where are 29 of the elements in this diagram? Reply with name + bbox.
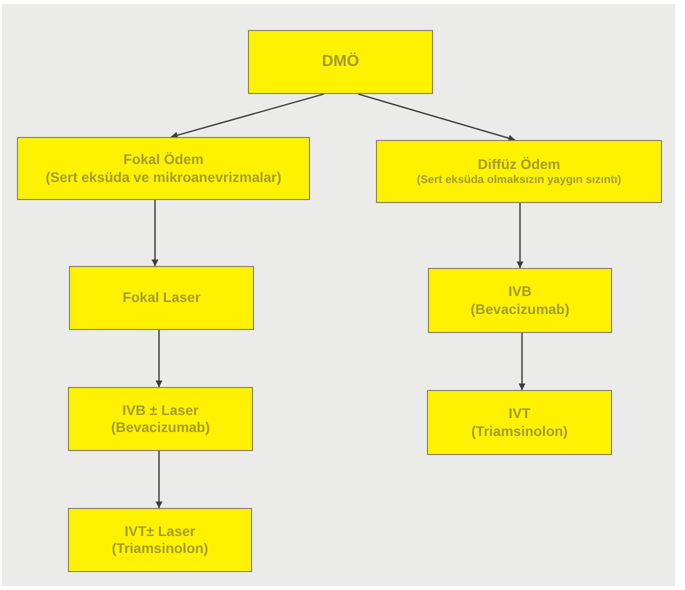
arrow [156,451,162,508]
process-box [17,137,310,200]
node-title: DMÖ [322,52,360,72]
arrow [518,333,526,390]
process-box [68,387,253,451]
process-box [427,390,612,455]
node-title: IVT [508,405,530,422]
node-title: IVB ± Laser [122,402,199,419]
process-box [428,268,612,333]
node-title: Diffüz Ödem [478,156,560,174]
node-title: Fokal Ödem [123,151,204,168]
arrow [516,203,524,268]
process-box [69,266,254,330]
process-box [68,508,252,572]
node-subtitle: (Bevacizumab) [470,300,570,318]
arrow [358,93,516,142]
node-subtitle: (Sert eksüda olmaksızın yaygın sızıntı) [416,173,622,188]
node-title: IVB [508,283,532,300]
node-subtitle: (Bevacizumab) [111,419,210,436]
arrow [170,93,324,139]
node-subtitle: (Triamsinolon) [112,540,208,558]
arrow [152,200,158,266]
arrow [156,330,162,388]
node-title: Fokal Laser [122,289,200,307]
process-box [376,140,662,203]
node-subtitle: (Sert eksüda ve mikroanevrizmalar) [46,168,282,186]
process-box [248,30,433,94]
node-subtitle: (Triamsinolon) [471,422,568,440]
node-title: IVT± Laser [124,522,196,540]
